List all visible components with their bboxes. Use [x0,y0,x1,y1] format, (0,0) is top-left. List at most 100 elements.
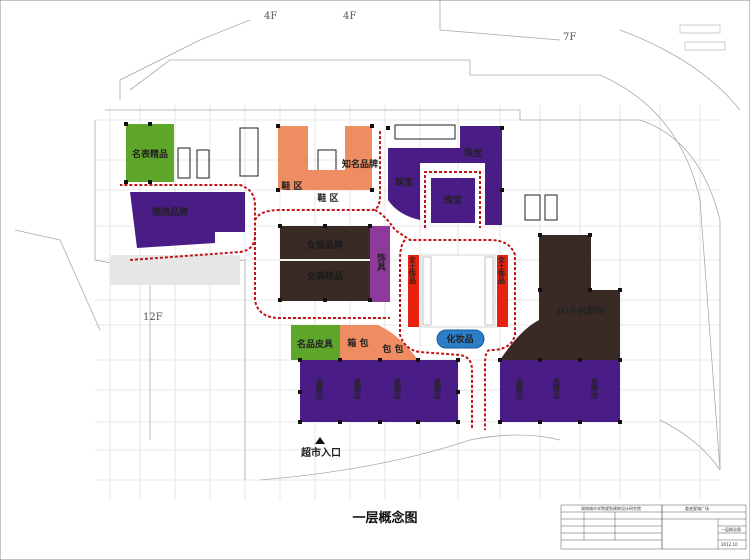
zone-atrium [420,254,496,328]
escalator [484,256,494,326]
column [456,420,460,424]
column [578,420,582,424]
project-name: 娄底星城广场 [685,505,709,511]
zone-label: 鞋 区 [317,192,338,204]
entrance-label: 超市入口 [300,446,341,459]
brand-store-label: 品牌店 [553,377,562,400]
drawing-date: 2012.10 [721,542,738,547]
column [588,233,592,237]
zone-label: 女装精品 [307,270,343,282]
title-block [560,504,747,550]
column [298,390,302,394]
zone-label: 包 包 [381,343,403,355]
zone-label: 珠宝 [464,147,482,159]
column [538,233,542,237]
entrance-arrow-icon [315,437,325,444]
column [500,126,504,130]
column [338,420,342,424]
column [538,420,542,424]
zone-ladies-left[interactable]: 女士饰品 [408,255,419,327]
drawing-name: 一层概念图 [721,526,741,532]
brand-store-label: 品牌店 [591,377,600,400]
zone-accessory[interactable]: 饰具 [370,226,390,302]
column [323,224,327,228]
column [124,122,128,126]
escalator [422,256,432,326]
column [370,124,374,128]
zone-label: 化妆品 [446,333,473,345]
zone-label: 名品皮具 [297,338,333,350]
column [298,358,302,362]
brand-store-label: 品牌店 [316,377,325,400]
column [498,420,502,424]
floor-label: 12F [143,312,163,323]
brand-store-label: 品牌店 [516,377,525,400]
zone-label: 饰具 [375,252,387,272]
zone-brand-stores-right[interactable] [500,360,620,422]
column [538,288,542,292]
column [368,298,372,302]
brand-store-labels: 品牌店 品牌店 品牌店 品牌店 品牌店 品牌店 品牌店 [316,377,600,400]
column [368,224,372,228]
zone-trend[interactable]: 潮流品牌 [130,192,245,248]
column [370,188,374,192]
column [276,124,280,128]
institute-name: 湖南城市学院规划建筑设计研究院 [581,505,641,511]
zone-cosmetics[interactable]: 化妆品 [436,329,485,349]
note-box [679,24,721,34]
supermarket-entrance[interactable]: 超市入口 [300,437,341,459]
zone-luggage[interactable]: 箱 包 包 包 [340,325,418,360]
walkway-path [120,130,516,430]
zone-watch[interactable]: 名表精品 [126,124,174,182]
zone-label: 名表精品 [132,148,168,160]
column [124,180,128,184]
drawing-title: 一层概念图 [352,510,417,526]
zone-label: 珠宝 [395,176,413,188]
column [386,126,390,130]
column [298,420,302,424]
zone-label: 鞋 区 [281,180,302,192]
columns [124,122,622,424]
column [278,298,282,302]
column [148,180,152,184]
floor-label: 4F [343,11,356,22]
zone-stair-cores [177,124,558,221]
zone-label: 女装品牌 [307,239,343,251]
column [416,420,420,424]
column [500,188,504,192]
column [498,358,502,362]
column [378,420,382,424]
column [578,358,582,362]
column [338,358,342,362]
column [323,298,327,302]
brand-store-label: 品牌店 [354,377,363,400]
zone-brand-stores-left[interactable] [300,360,458,422]
floor-label: 4F [264,11,277,22]
brand-store-label: 品牌店 [394,377,403,400]
column [618,288,622,292]
brand-store-label: 品牌店 [434,377,443,400]
zone-shoes[interactable]: 鞋 区 鞋 区 知名品牌 [278,126,378,204]
column [618,358,622,362]
column [278,224,282,228]
zone-label: 知名品牌 [341,158,378,170]
column [538,358,542,362]
zone-label: 箱 包 [347,337,368,349]
zone-label: 女士饰品 [498,255,507,285]
column [148,122,152,126]
column [618,420,622,424]
zone-leather[interactable]: 名品皮具 [291,325,340,360]
zone-women[interactable]: 女装品牌 女装精品 [280,226,370,301]
zone-ladies-right[interactable]: 女士饰品 [497,255,508,327]
column [416,358,420,362]
zone-jewelry[interactable]: 珠宝 珠宝 珠宝 [388,126,502,225]
zone-label: 女士饰品 [409,255,418,285]
void-area [110,255,240,285]
zone-label: 潮流品牌 [152,206,188,218]
column [588,288,592,292]
zone-digital[interactable]: 3G手机数码 [500,235,620,360]
floor-label: 7F [563,32,576,43]
column [276,188,280,192]
